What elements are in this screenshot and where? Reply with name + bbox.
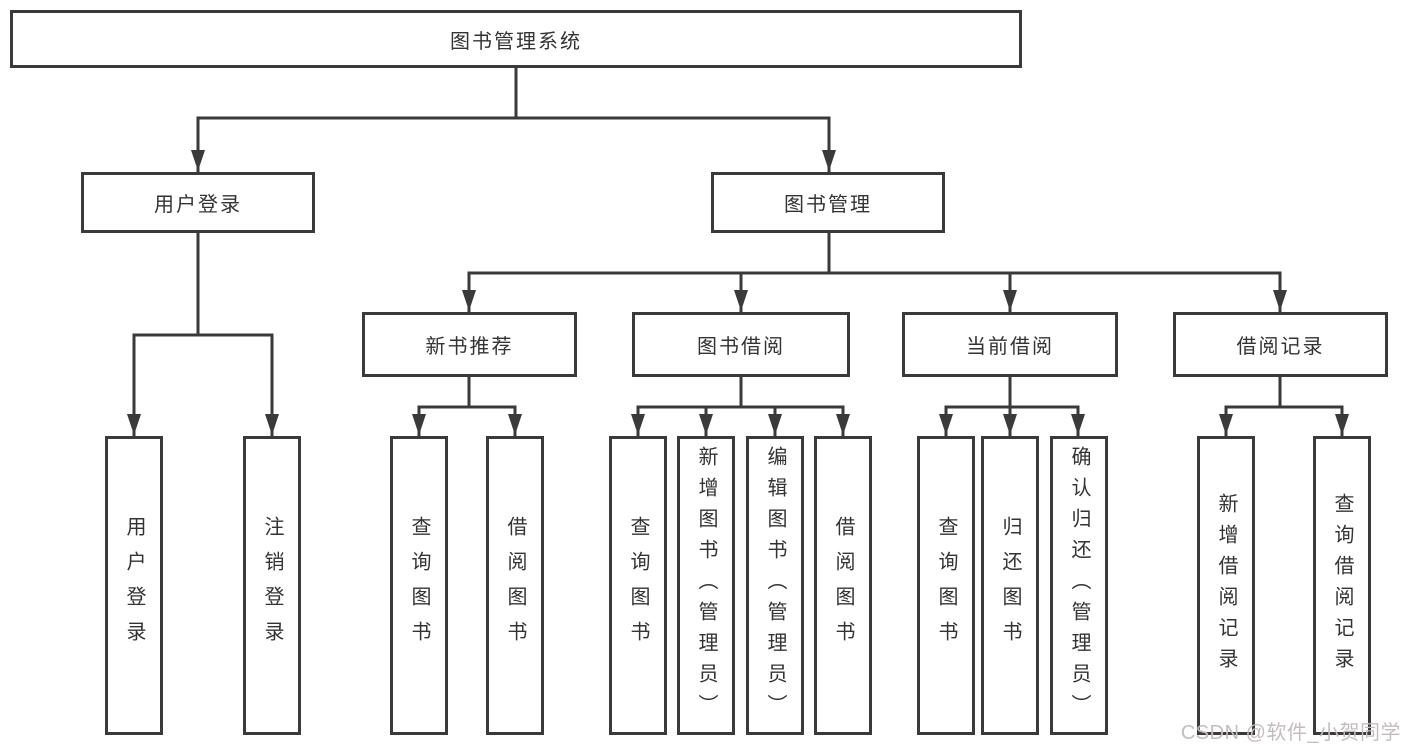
- leaf-query-books-newrec: 查询图书: [390, 436, 448, 735]
- leaf-query-books-current: 查询图书: [917, 436, 975, 735]
- leaf-borrow-books: 借阅图书: [814, 436, 872, 735]
- leaf-query-books-borrow: 查询图书: [609, 436, 667, 735]
- edge-borrow-records-to-children: [1219, 375, 1349, 437]
- node-borrowing-records: 借阅记录: [1173, 312, 1388, 377]
- leaf-confirm-return-admin: 确认归还（管理员）: [1050, 436, 1108, 735]
- edge-root-to-level2: [191, 66, 836, 173]
- leaf-return-books: 归还图书: [981, 436, 1039, 735]
- leaf-query-borrow-record: 查询借阅记录: [1313, 436, 1371, 735]
- edge-current-borrow-to-children: [939, 375, 1085, 437]
- leaf-add-borrow-record: 新增借阅记录: [1197, 436, 1255, 735]
- node-library-management-system: 图书管理系统: [10, 10, 1022, 68]
- leaf-borrow-books-newrec: 借阅图书: [486, 436, 544, 735]
- csdn-watermark: CSDN @软件_小贺同学: [1180, 722, 1401, 744]
- edge-book-borrow-to-children: [631, 375, 850, 437]
- leaf-add-books-admin: 新增图书（管理员）: [677, 436, 735, 735]
- node-user-login: 用户登录: [81, 172, 315, 233]
- leaf-edit-books-admin: 编辑图书（管理员）: [746, 436, 804, 735]
- edge-user-login-to-children: [127, 231, 279, 437]
- node-book-borrowing: 图书借阅: [632, 312, 850, 377]
- leaf-user-login: 用户登录: [105, 436, 163, 735]
- edge-new-book-rec-to-children: [412, 375, 522, 437]
- node-current-borrowing: 当前借阅: [902, 312, 1118, 377]
- node-new-book-recommendation: 新书推荐: [362, 312, 577, 377]
- leaf-logout: 注销登录: [243, 436, 301, 735]
- node-book-management: 图书管理: [711, 172, 945, 233]
- edge-book-mgmt-to-children: [462, 231, 1287, 313]
